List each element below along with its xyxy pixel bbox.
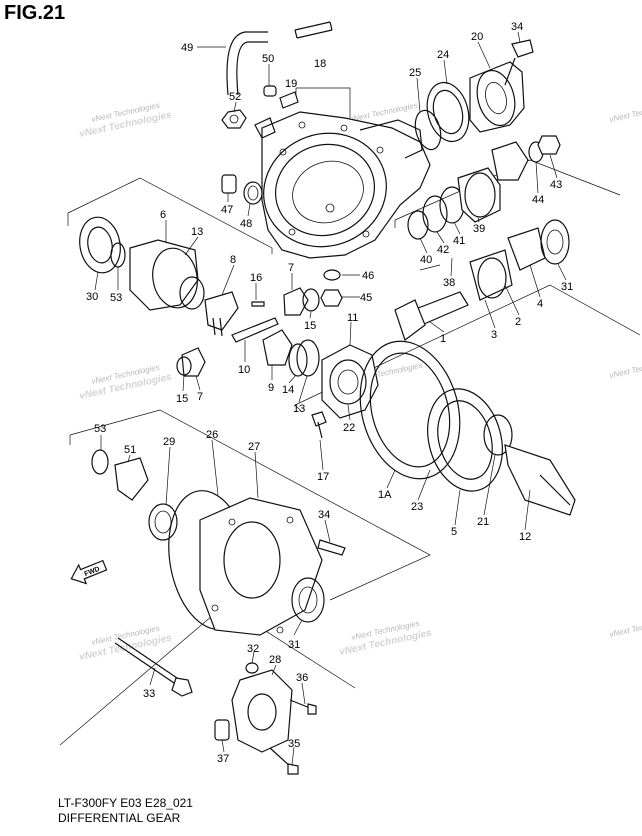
callout-5: 5	[451, 526, 457, 538]
output-bearing-group	[427, 388, 576, 516]
callout-15: 15	[176, 393, 188, 405]
callout-36: 36	[296, 672, 308, 684]
callout-31: 31	[561, 281, 573, 293]
callout-41: 41	[453, 235, 465, 247]
small-parts-top	[221, 85, 299, 129]
watermark-text: vNext Technologies	[609, 357, 642, 380]
callout-31: 31	[288, 639, 300, 651]
callout-numbers: 49 50 19 18 52 25 24 20 34 47 48 6 13 30…	[86, 21, 573, 765]
callout-30: 30	[86, 291, 98, 303]
callout-1: 1	[440, 333, 446, 345]
callout-27: 27	[248, 441, 260, 453]
cover-plate-group	[214, 662, 317, 775]
callout-25: 25	[409, 67, 421, 79]
callout-leaders	[94, 31, 567, 766]
callout-6: 6	[160, 209, 166, 221]
callout-9: 9	[268, 382, 274, 394]
callout-40: 40	[420, 254, 432, 266]
callout-1A: 1A	[378, 489, 392, 501]
callout-24: 24	[437, 49, 449, 61]
callout-33: 33	[143, 688, 155, 700]
callout-11: 11	[347, 312, 358, 324]
fwd-arrow-icon: FWD	[70, 559, 108, 585]
long-bolt	[114, 637, 193, 697]
callout-29: 29	[163, 436, 175, 448]
callout-7: 7	[288, 262, 294, 274]
callout-22: 22	[343, 422, 355, 434]
pinion-gear-group	[394, 135, 570, 341]
callout-39: 39	[473, 223, 485, 235]
differential-housing	[254, 111, 431, 259]
callout-3: 3	[491, 329, 497, 341]
callout-4: 4	[537, 298, 543, 310]
callout-47: 47	[221, 204, 233, 216]
callout-12: 12	[519, 531, 531, 543]
callout-23: 23	[411, 501, 423, 513]
ring-gear-carrier	[311, 340, 461, 480]
callout-38: 38	[443, 277, 455, 289]
callout-21: 21	[477, 516, 489, 528]
callout-2: 2	[515, 316, 521, 328]
callout-32: 32	[247, 643, 259, 655]
watermark-text: vNext Technologies	[609, 616, 642, 639]
callout-53: 53	[94, 423, 106, 435]
callout-7: 7	[197, 391, 203, 403]
callout-26: 26	[206, 429, 218, 441]
callout-46: 46	[362, 270, 374, 282]
pinion-bearing-top	[414, 39, 534, 151]
callout-13: 13	[293, 403, 305, 415]
side-gear-group	[262, 329, 320, 377]
figure-title: FIG.21	[4, 2, 66, 24]
section-title: DIFFERENTIAL GEAR	[58, 811, 181, 825]
callout-16: 16	[250, 272, 262, 284]
callout-37: 37	[217, 753, 229, 765]
callout-34: 34	[511, 21, 523, 33]
callout-49: 49	[181, 42, 193, 54]
callout-18: 18	[314, 58, 326, 70]
callout-19: 19	[285, 78, 297, 90]
watermark-text: vNext Technologies	[609, 101, 642, 124]
callout-8: 8	[230, 254, 236, 266]
small-parts-mid	[320, 269, 343, 307]
callout-52: 52	[229, 91, 241, 103]
drain-plug	[221, 174, 263, 205]
callout-50: 50	[262, 53, 274, 65]
callout-53: 53	[110, 292, 122, 304]
callout-42: 42	[437, 244, 449, 256]
callout-28: 28	[269, 654, 281, 666]
callout-45: 45	[360, 292, 372, 304]
diff-case-group	[79, 216, 320, 377]
callout-51: 51	[124, 444, 136, 456]
callout-48: 48	[240, 218, 252, 230]
callout-15: 15	[304, 320, 316, 332]
callout-14: 14	[282, 384, 294, 396]
callout-17: 17	[317, 471, 329, 483]
gear-case-lower	[91, 449, 346, 636]
callout-44: 44	[532, 194, 544, 206]
callout-10: 10	[238, 364, 250, 376]
callout-34: 34	[318, 509, 330, 521]
callout-20: 20	[471, 31, 483, 43]
breather-hose	[226, 21, 333, 96]
model-code: LT-F300FY E03 E28_021	[58, 796, 193, 810]
callout-13: 13	[191, 226, 203, 238]
callout-43: 43	[550, 179, 562, 191]
callout-35: 35	[288, 738, 300, 750]
